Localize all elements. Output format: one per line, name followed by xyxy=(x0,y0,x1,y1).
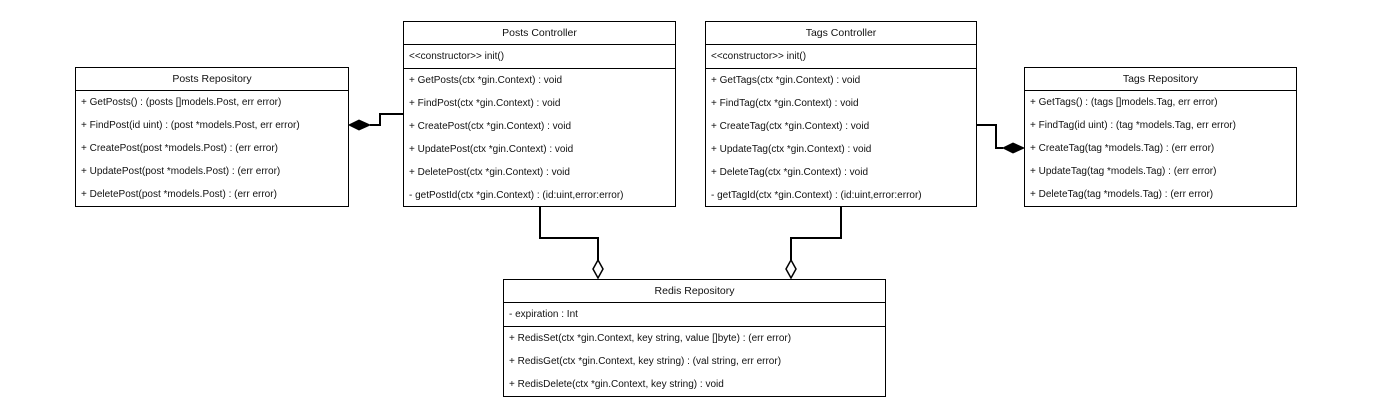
posts-controller-method: + UpdatePost(ctx *gin.Context) : void xyxy=(409,144,574,155)
posts-controller-class[interactable]: Posts Controller <<constructor>> init() … xyxy=(403,21,676,207)
posts-controller-method: + CreatePost(ctx *gin.Context) : void xyxy=(409,121,572,132)
tags-repository-method: + UpdateTag(tag *models.Tag) : (err erro… xyxy=(1030,166,1217,177)
posts-controller-method: + GetPosts(ctx *gin.Context) : void xyxy=(409,75,563,86)
redis-repository-methods: + RedisSet(ctx *gin.Context, key string,… xyxy=(504,327,885,396)
posts-repository-method: + GetPosts() : (posts []models.Post, err… xyxy=(81,97,282,108)
tags-controller-method: + CreateTag(ctx *gin.Context) : void xyxy=(711,121,870,132)
posts-repository-composition-diamond xyxy=(347,119,372,131)
posts-controller-method: + DeletePost(ctx *gin.Context) : void xyxy=(409,167,570,178)
tags-repository-method: + GetTags() : (tags []models.Tag, err er… xyxy=(1030,97,1218,108)
posts-repository-method: + UpdatePost(post *models.Post) : (err e… xyxy=(81,166,281,177)
tags-controller-method: + GetTags(ctx *gin.Context) : void xyxy=(711,75,861,86)
tags-controller-methods: + GetTags(ctx *gin.Context) : void + Fin… xyxy=(706,69,976,207)
tags-controller-constructor-section: <<constructor>> init() xyxy=(706,45,976,69)
posts-repository-method: + FindPost(id uint) : (post *models.Post… xyxy=(81,120,300,131)
redis-repository-method: + RedisGet(ctx *gin.Context, key string)… xyxy=(509,356,782,367)
redis-aggregation-diamond-left xyxy=(592,258,604,280)
tags-repository-composition-diamond xyxy=(1001,142,1026,154)
posts-controller-title: Posts Controller xyxy=(404,22,675,45)
redis-repository-attribute: - expiration : Int xyxy=(509,309,578,320)
posts-repository-method: + DeletePost(post *models.Post) : (err e… xyxy=(81,189,277,200)
tags-controller-method: + FindTag(ctx *gin.Context) : void xyxy=(711,98,859,109)
tags-controller-method: - getTagId(ctx *gin.Context) : (id:uint,… xyxy=(711,190,922,201)
tags-repository-method: + CreateTag(tag *models.Tag) : (err erro… xyxy=(1030,143,1215,154)
tags-controller-title: Tags Controller xyxy=(706,22,976,45)
posts-controller-to-posts-repository-line xyxy=(370,113,403,126)
tags-controller-method: + UpdateTag(ctx *gin.Context) : void xyxy=(711,144,872,155)
tags-controller-to-tags-repository-line xyxy=(977,124,1003,149)
posts-repository-class[interactable]: Posts Repository + GetPosts() : (posts [… xyxy=(75,67,349,207)
posts-controller-to-redis-line xyxy=(539,206,599,260)
posts-controller-method: - getPostId(ctx *gin.Context) : (id:uint… xyxy=(409,190,624,201)
tags-repository-title: Tags Repository xyxy=(1025,68,1296,91)
tags-repository-method: + FindTag(id uint) : (tag *models.Tag, e… xyxy=(1030,120,1236,131)
redis-repository-method: + RedisSet(ctx *gin.Context, key string,… xyxy=(509,333,792,344)
posts-controller-constructor-section: <<constructor>> init() xyxy=(404,45,675,69)
redis-repository-attributes: - expiration : Int xyxy=(504,303,885,327)
posts-controller-methods: + GetPosts(ctx *gin.Context) : void + Fi… xyxy=(404,69,675,207)
tags-repository-methods: + GetTags() : (tags []models.Tag, err er… xyxy=(1025,91,1296,206)
tags-controller-constructor: <<constructor>> init() xyxy=(711,51,807,62)
tags-controller-to-redis-line xyxy=(790,206,842,260)
redis-repository-method: + RedisDelete(ctx *gin.Context, key stri… xyxy=(509,379,724,390)
redis-repository-class[interactable]: Redis Repository - expiration : Int + Re… xyxy=(503,279,886,397)
tags-repository-method: + DeleteTag(tag *models.Tag) : (err erro… xyxy=(1030,189,1214,200)
tags-repository-class[interactable]: Tags Repository + GetTags() : (tags []mo… xyxy=(1024,67,1297,207)
posts-controller-method: + FindPost(ctx *gin.Context) : void xyxy=(409,98,561,109)
redis-aggregation-diamond-right xyxy=(785,258,797,280)
posts-repository-title: Posts Repository xyxy=(76,68,348,91)
tags-controller-method: + DeleteTag(ctx *gin.Context) : void xyxy=(711,167,869,178)
tags-controller-class[interactable]: Tags Controller <<constructor>> init() +… xyxy=(705,21,977,207)
redis-repository-title: Redis Repository xyxy=(504,280,885,303)
posts-repository-methods: + GetPosts() : (posts []models.Post, err… xyxy=(76,91,348,206)
posts-repository-method: + CreatePost(post *models.Post) : (err e… xyxy=(81,143,279,154)
posts-controller-constructor: <<constructor>> init() xyxy=(409,51,505,62)
